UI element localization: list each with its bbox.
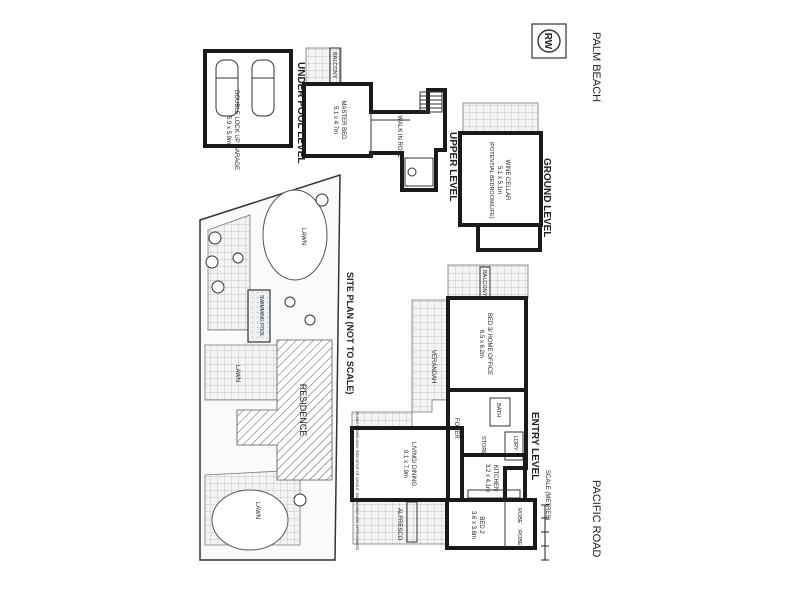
balcony-upper-label: BALCONY (331, 52, 337, 79)
ground-level-block (458, 102, 543, 252)
upper-level-label: UPPER LEVEL (447, 132, 458, 201)
master-bed-name: MASTER BED (340, 100, 346, 140)
site-lawn-label-bottom: LAWN (254, 502, 260, 519)
street-label: PACIFIC ROAD (590, 480, 602, 557)
kitchen-dims: 3.2 x 4.1m (484, 464, 490, 492)
garage-block (203, 49, 293, 148)
master-bed-dims: 5.1 x 4.7m (332, 106, 338, 134)
residence-label: RESIDENCE (298, 384, 308, 437)
site-lawn-label-mid: LAWN (234, 365, 240, 382)
robe-label-bottom: ROBE (516, 530, 522, 546)
bath-label: BATH (495, 403, 501, 417)
wine-cellar-note: (POTENTIAL BEDROOM/LIFE) (488, 141, 494, 218)
under-pool-level-label: UNDER POOL LEVEL (295, 62, 306, 164)
bed3-dims: 6.5 x 6.2m (478, 330, 484, 358)
bed2-dims: 3.6 x 3.8m (470, 511, 476, 539)
suburb-label: PALM BEACH (590, 32, 602, 102)
alfresco-label: ALFRESCO (396, 508, 402, 541)
site-plan (199, 173, 341, 561)
scale-label: SCALE (METRES) (544, 470, 550, 520)
foyer-label: FOYER (453, 418, 459, 439)
store-label: STORE (480, 436, 486, 455)
entry-level-label: ENTRY LEVEL (529, 412, 540, 480)
scale-bar (541, 504, 549, 561)
pool-label: SWIMMING POOL (258, 295, 264, 337)
walk-in-robe-label: WALK IN ROBE (396, 115, 402, 158)
balcony-entry-label: BALCONY (481, 270, 487, 297)
living-dims: 9.1 x 7.9m (402, 450, 408, 478)
verandah-label: VERANDAH (430, 350, 436, 383)
bed3-name: BED 3/ HOME OFFICE (486, 313, 492, 375)
bed2-name: BED 2 (478, 516, 484, 534)
wine-cellar-dims: 5.1 x 5.1m (496, 166, 502, 194)
laundry-label: LDRY (512, 436, 518, 451)
upper-level-block (302, 47, 447, 192)
wine-cellar-name: WINE CELLAR (504, 160, 510, 201)
site-plan-label: SITE PLAN (NOT TO SCALE) (345, 272, 355, 394)
site-lawn-label-top: LAWN (300, 228, 306, 245)
robe-label-top: ROBE (516, 508, 522, 524)
living-name: LIVING/ DINING (410, 442, 416, 486)
logo: RW (531, 23, 567, 59)
svg-text:RW: RW (542, 33, 553, 50)
entry-level-block (350, 264, 537, 550)
kitchen-name: KITCHEN (492, 465, 498, 491)
ground-level-label: GROUND LEVEL (541, 158, 552, 237)
garage-dims: 5.9 x 5.9m (225, 116, 231, 144)
garage-name: DOUBLE LOCK UP GARAGE (233, 90, 239, 170)
disclaimer-text: PLANS SHOWN ONLY INDICATIVE OF LAYOUT. D… (355, 412, 359, 551)
